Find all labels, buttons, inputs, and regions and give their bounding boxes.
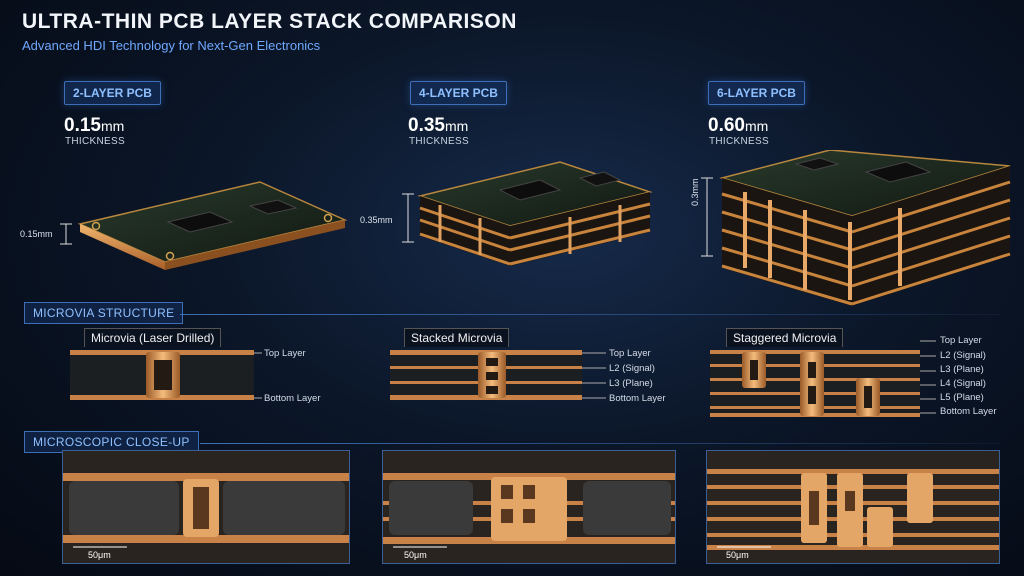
badge-4-layer: 4-LAYER PCB — [410, 81, 507, 105]
section-header-microvia: MICROVIA STRUCTURE — [24, 302, 184, 324]
layer-label: L3 (Plane) — [940, 364, 984, 375]
scale-bar-label: 50μm — [404, 550, 427, 560]
layer-label: Top Layer — [940, 335, 982, 346]
thickness-unit: mm — [744, 118, 769, 134]
page-title: ULTRA-THIN PCB LAYER STACK COMPARISON — [22, 10, 517, 33]
dimension-label-4-layer: 0.35mm — [360, 215, 393, 225]
section-divider — [200, 443, 1000, 444]
cross-section-laser-drilled — [70, 350, 254, 400]
cross-section-stacked — [390, 350, 582, 400]
badge-2-layer: 2-LAYER PCB — [64, 81, 161, 105]
closeup-panel-6-layer — [706, 450, 1000, 564]
layer-label: Bottom Layer — [609, 393, 666, 404]
thickness-label-6-layer: THICKNESS — [709, 136, 769, 147]
microvia-title-laser: Microvia (Laser Drilled) — [84, 328, 222, 347]
thickness-label-2-layer: THICKNESS — [65, 136, 125, 147]
thickness-value-6-layer: 0.60mm — [708, 115, 768, 137]
scale-bar-label: 50μm — [88, 550, 111, 560]
closeup-panel-2-layer — [62, 450, 350, 564]
layer-label: L2 (Signal) — [940, 350, 986, 361]
layer-label: L2 (Signal) — [609, 363, 655, 374]
board-4-layer — [417, 161, 653, 266]
layer-label: Top Layer — [609, 348, 651, 359]
board-6-layer — [719, 150, 1011, 306]
layer-label: L4 (Signal) — [940, 378, 986, 389]
thickness-number: 0.60 — [708, 115, 745, 136]
microvia-title-stacked: Stacked Microvia — [404, 328, 510, 347]
layer-label: Bottom Layer — [940, 406, 997, 417]
microvia-title-staggered: Staggered Microvia — [726, 328, 844, 347]
thickness-value-4-layer: 0.35mm — [408, 115, 468, 137]
thickness-value-2-layer: 0.15mm — [64, 115, 124, 137]
layer-label: L3 (Plane) — [609, 378, 653, 389]
dimension-label-6-layer: 0.3mm — [690, 178, 700, 206]
layer-label: L5 (Plane) — [940, 392, 984, 403]
section-divider — [180, 314, 1000, 315]
thickness-label-4-layer: THICKNESS — [409, 136, 469, 147]
layer-label: Top Layer — [264, 348, 306, 359]
pcb-boards-illustration — [60, 150, 1011, 306]
thickness-unit: mm — [100, 118, 125, 134]
layer-label: Bottom Layer — [264, 393, 321, 404]
scale-bar-label: 50μm — [726, 550, 749, 560]
badge-6-layer: 6-LAYER PCB — [708, 81, 805, 105]
closeup-panel-4-layer — [382, 450, 676, 564]
microvia-cross-sections — [70, 340, 936, 417]
board-2-layer — [77, 181, 348, 270]
cross-section-staggered — [710, 350, 920, 417]
thickness-unit: mm — [444, 118, 469, 134]
thickness-number: 0.15 — [64, 115, 101, 136]
dimension-label-2-layer: 0.15mm — [20, 229, 53, 239]
thickness-number: 0.35 — [408, 115, 445, 136]
page-subtitle: Advanced HDI Technology for Next-Gen Ele… — [22, 38, 321, 53]
